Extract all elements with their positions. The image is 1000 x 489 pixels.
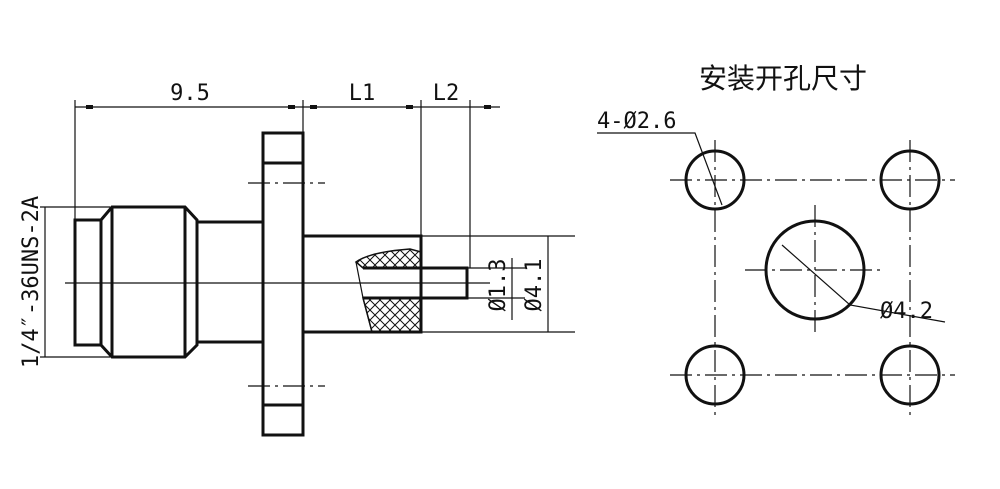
rear-tube: [303, 234, 423, 334]
flange: [261, 131, 305, 437]
tube-diameter-label: Ø4.1: [522, 259, 547, 312]
mounting-hole-title: 安装开孔尺寸: [699, 62, 867, 95]
mounting-hole: [684, 149, 746, 211]
dim-l2: L2: [433, 81, 460, 106]
dim-9-5: 9.5: [170, 81, 210, 106]
side-view: 9.5 L1 L2 1/4″-36UNS-2A: [19, 81, 575, 437]
small-hole-label: 4-Ø2.6: [597, 109, 676, 134]
coupling-nut: [99, 205, 199, 359]
dielectric-top: [354, 248, 422, 269]
dielectric-bottom: [362, 297, 422, 333]
body: [195, 220, 265, 344]
mounting-hole: [879, 149, 941, 211]
diameter-dimensions: Ø1.3 Ø4.1: [421, 235, 575, 333]
thread-label: 1/4″-36UNS-2A: [19, 196, 44, 368]
mounting-hole: [879, 344, 941, 406]
center-hole: [764, 219, 866, 321]
center-hole-label: Ø4.2: [880, 299, 933, 324]
length-dimensions: 9.5 L1 L2: [74, 81, 500, 268]
thread-dimension: 1/4″-36UNS-2A: [19, 196, 110, 368]
dim-l1: L1: [349, 81, 376, 106]
mounting-hole: [684, 344, 746, 406]
mounting-hole-view: 安装开孔尺寸 4-Ø2.6 Ø4.2: [597, 62, 955, 420]
pin-diameter-label: Ø1.3: [486, 259, 511, 312]
